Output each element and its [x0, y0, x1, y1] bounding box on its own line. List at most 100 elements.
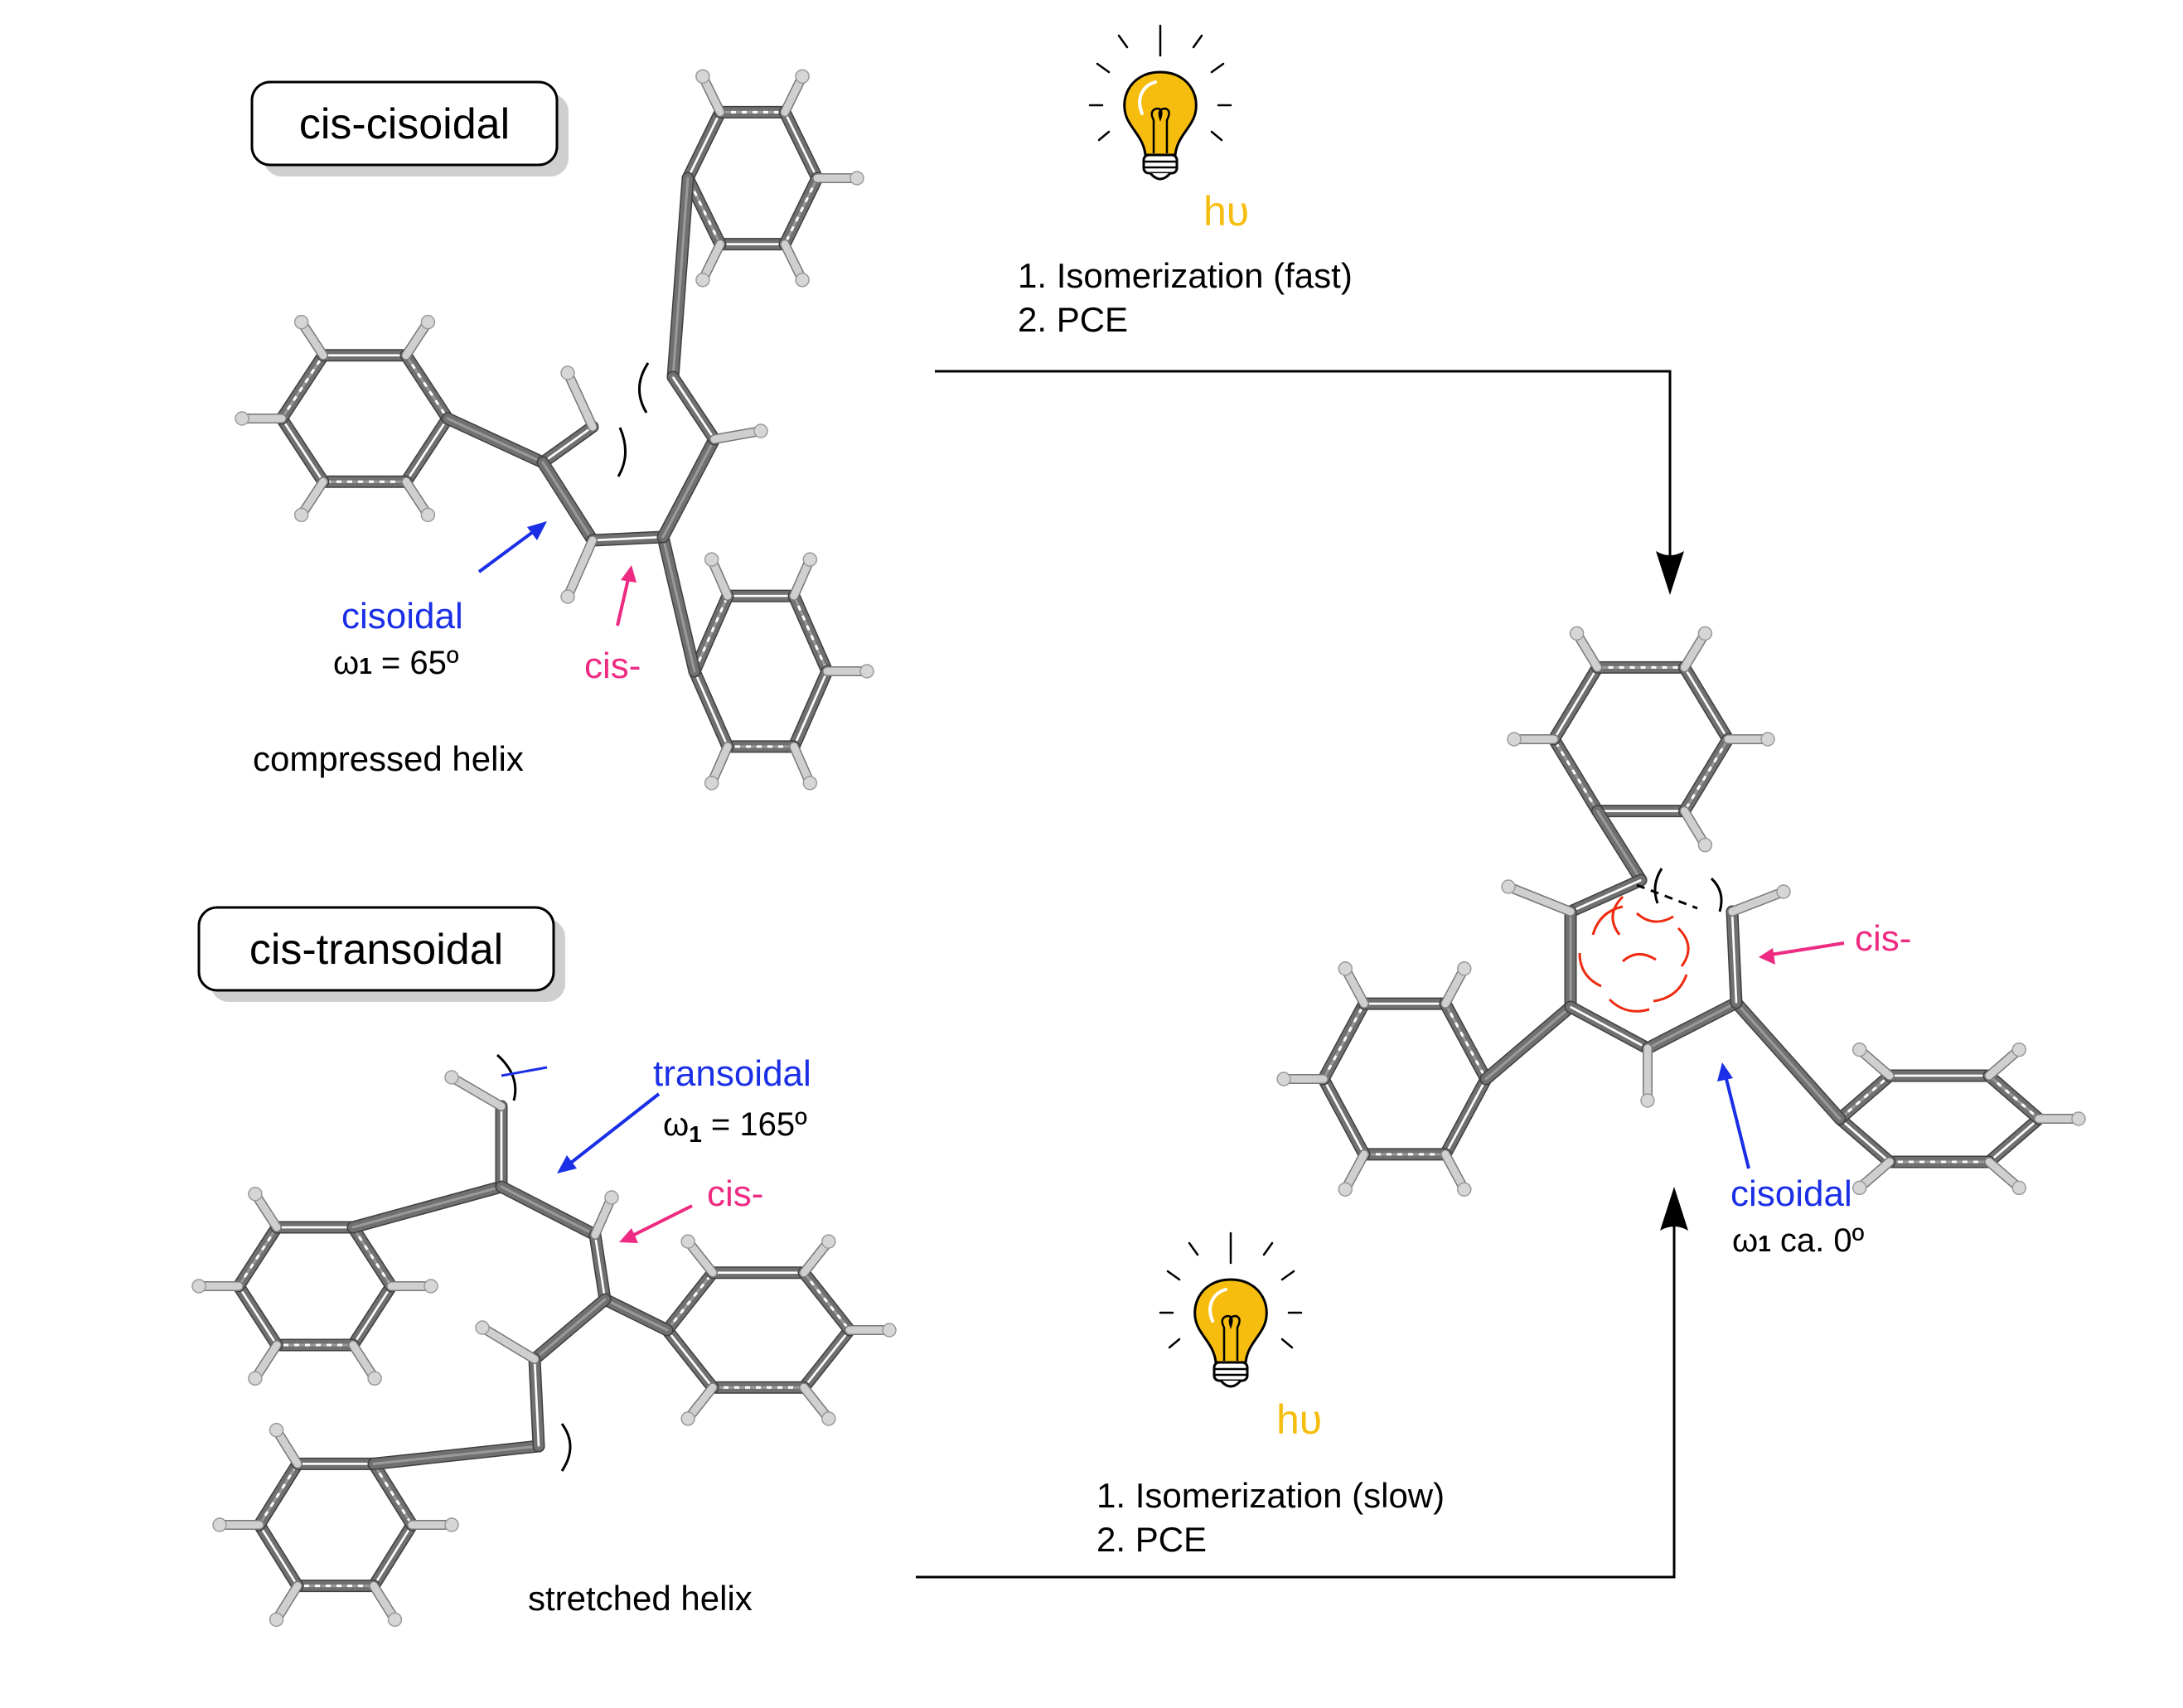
- double-bond-line: [593, 1234, 607, 1300]
- hydrogen-atom: [849, 171, 864, 186]
- hydrogen-atom: [1501, 879, 1516, 894]
- electron-arc-3: [1677, 927, 1690, 967]
- aromatic-bond-line: [404, 354, 449, 419]
- bottom-omega-label: ω1 = 165º: [663, 1106, 807, 1147]
- hydrogen-atom: [1457, 1182, 1472, 1197]
- light-ray: [1097, 130, 1111, 142]
- hydrogen-atom: [475, 1320, 490, 1335]
- c-h-bond-light: [448, 1073, 506, 1110]
- clash-arc-bottom-2: [560, 1423, 572, 1472]
- hydrogen-atom: [444, 1517, 459, 1532]
- hydrogen-atom: [235, 411, 249, 426]
- hydrogen-atom: [560, 589, 575, 604]
- reaction-arrow-bottom: [916, 1187, 1688, 1579]
- aromatic-bond-line: [792, 595, 829, 672]
- bottom-light-label: hυ: [1276, 1396, 1322, 1443]
- hydrogen-atom: [2071, 1111, 2086, 1126]
- double-bond-line: [671, 376, 716, 440]
- hydrogen-atom: [695, 273, 710, 288]
- double-bond-line: [1570, 1005, 1648, 1050]
- stretched-helix-label: stretched helix: [528, 1579, 753, 1618]
- product-conformation-label: cisoidal: [1730, 1173, 1852, 1214]
- top-step2: 2. PCE: [1018, 300, 1128, 339]
- bottom-cis-label: cis-: [707, 1173, 763, 1214]
- bond-highlight: [372, 1444, 540, 1465]
- hydrogen-atom: [821, 1411, 836, 1426]
- light-ray: [1192, 34, 1203, 49]
- bond-highlight: [671, 177, 690, 379]
- steric-clash-marks: [496, 362, 1723, 1472]
- aromatic-bond-line: [1444, 1003, 1488, 1080]
- top-light-label: hυ: [1203, 188, 1249, 235]
- bottom-step1: 1. Isomerization (slow): [1096, 1476, 1445, 1515]
- light-ray: [1117, 34, 1129, 49]
- double-bond-line: [1730, 911, 1738, 1004]
- hydrogen-atom: [367, 1371, 382, 1386]
- hydrogen-atom: [1569, 626, 1585, 641]
- clash-arc-top-2: [617, 427, 627, 477]
- hydrogen-atom: [1851, 1180, 1867, 1196]
- double-bond-line: [237, 1285, 278, 1346]
- clash-arc-product-2: [1710, 877, 1723, 912]
- hydrogen-atom: [424, 1279, 438, 1294]
- hydrogen-atom: [293, 314, 309, 330]
- bottom-conformation-label: transoidal: [653, 1053, 811, 1094]
- c-h-bond-light: [564, 536, 597, 601]
- electron-arc-4: [1653, 974, 1688, 1003]
- aromatic-bond-line: [1839, 1074, 1890, 1120]
- aromatic-bond-line: [1552, 738, 1599, 812]
- clash-arc-top-1: [638, 362, 650, 414]
- double-bond-line: [1570, 878, 1642, 913]
- aromatic-bond-line: [237, 1227, 278, 1287]
- electron-arc-6: [1578, 952, 1602, 988]
- c-h-bond-light: [1728, 888, 1788, 916]
- hydrogen-atom: [1776, 884, 1791, 899]
- product-cisoidal-arrow: [1722, 1068, 1750, 1169]
- bulb-filament: [1150, 107, 1170, 153]
- aromatic-bond-line: [783, 177, 819, 245]
- product-cis-label: cis-: [1855, 918, 1911, 959]
- hydrogen-atom: [1338, 961, 1353, 976]
- lightbulb-icon: [1088, 24, 1232, 181]
- hydrogen-atom: [680, 1234, 695, 1249]
- hydrogen-atom: [882, 1323, 897, 1338]
- hydrogen-atom: [604, 1190, 619, 1205]
- bond-highlight: [351, 1185, 503, 1229]
- electron-arc-1: [1611, 895, 1624, 936]
- hydrogen-atom: [753, 423, 768, 438]
- hydrogen-atom: [444, 1070, 459, 1085]
- bottom-step2: 2. PCE: [1096, 1520, 1207, 1559]
- clash-dashed-contact: [1636, 883, 1698, 910]
- hydrogen-atom: [420, 314, 436, 330]
- double-bond-line: [783, 111, 819, 179]
- double-bond-line: [792, 670, 829, 748]
- aromatic-bond-line: [1322, 1003, 1366, 1080]
- bond-highlight: [541, 461, 594, 542]
- hydrogen-atom: [704, 552, 719, 567]
- bottom-transoidal-arrow: [562, 1092, 661, 1170]
- product-omega-label: ω1 ca. 0º: [1732, 1222, 1865, 1259]
- clash-arc-bottom-1: [496, 1053, 517, 1101]
- hydrogen-atom: [560, 365, 575, 380]
- hydrogen-atom: [1760, 732, 1775, 747]
- bottom-cis-arrow: [625, 1204, 693, 1241]
- aromatic-bond-line: [693, 595, 729, 672]
- cis-cisoidal-label-box: cis-cisoidal: [250, 80, 569, 177]
- hydrogen-atom: [802, 552, 818, 567]
- double-bond-line: [693, 670, 729, 748]
- light-ray: [1210, 130, 1223, 142]
- hydrogen-atom: [1640, 1093, 1655, 1108]
- hydrogen-atom: [212, 1517, 227, 1532]
- double-bond-line: [1322, 1078, 1366, 1155]
- hydrogen-atom: [248, 1186, 263, 1202]
- double-bond-line: [351, 1285, 393, 1346]
- hydrogen-atom: [1457, 961, 1472, 976]
- electron-arc-8: [1622, 953, 1657, 963]
- aromatic-bond-line: [1683, 738, 1730, 812]
- hydrogen-atom: [248, 1371, 263, 1386]
- double-bond-line: [803, 1329, 850, 1389]
- double-bond-line: [686, 111, 722, 179]
- hydrogen-atom: [704, 776, 719, 791]
- cis-transoidal-label-box: cis-transoidal: [197, 906, 565, 1002]
